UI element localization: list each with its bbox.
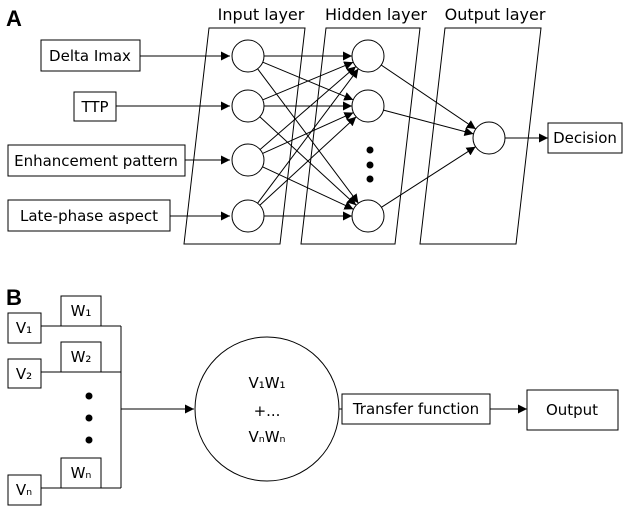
input-node-3 <box>231 143 265 177</box>
v2-label: V₂ <box>16 365 32 383</box>
input-box-late-phase-aspect <box>7 199 171 232</box>
input-ellipsis-dot-2 <box>85 414 93 422</box>
vn-box <box>7 474 42 506</box>
input-box-delta-imax <box>40 39 141 72</box>
wn-label: Wₙ <box>71 464 92 482</box>
input-layer-frame <box>183 27 306 245</box>
connection-input-3-hidden-2 <box>262 112 354 154</box>
decision-label: Decision <box>553 129 617 147</box>
transfer-function-label: Transfer function <box>352 400 479 418</box>
v2-box <box>7 358 42 389</box>
hidden-ellipsis-dot-3 <box>366 175 374 183</box>
hidden-ellipsis-dot-1 <box>366 146 374 154</box>
hidden-to-output-connections <box>380 64 477 208</box>
panel-b-letter: B <box>6 285 22 310</box>
hidden-node-1 <box>351 39 385 73</box>
hidden-node-2 <box>351 89 385 123</box>
transfer-function-box <box>341 393 491 425</box>
vn-label: Vₙ <box>16 481 32 499</box>
connection-input-3-hidden-1 <box>259 66 357 150</box>
input-box-ttp <box>73 91 117 122</box>
neuron-plus-ellipsis: +... <box>254 402 281 420</box>
w1-box <box>60 295 102 327</box>
input-node-2 <box>231 89 265 123</box>
connection-input-2-hidden-1 <box>262 61 354 101</box>
input-ellipsis-dot-1 <box>85 392 93 400</box>
hidden-layer-frame <box>300 27 421 245</box>
w2-label: W₂ <box>71 348 92 366</box>
connection-hidden-3-output <box>381 146 476 208</box>
wn-box <box>60 457 102 489</box>
hidden-ellipsis-dot-2 <box>366 161 374 169</box>
v1-label: V₁ <box>16 319 32 337</box>
connection-input-4-hidden-2 <box>259 116 357 206</box>
neuron-term-last: VₙWₙ <box>248 428 285 446</box>
panel-a-letter: A <box>6 6 22 31</box>
output-box <box>526 389 619 431</box>
input-label-ttp: TTP <box>80 98 108 116</box>
output-layer-title: Output layer <box>445 5 546 24</box>
output-label: Output <box>546 401 598 419</box>
v1-box <box>7 312 42 344</box>
input-label-enhancement-pattern: Enhancement pattern <box>14 152 178 170</box>
decision-box <box>547 122 623 154</box>
connection-hidden-1-output <box>380 64 477 130</box>
input-layer-title: Input layer <box>218 5 305 24</box>
input-to-hidden-connections <box>257 51 359 221</box>
w1-label: W₁ <box>71 302 92 320</box>
input-node-1 <box>231 39 265 73</box>
input-ellipsis-dot-3 <box>85 436 93 444</box>
input-node-4 <box>231 199 265 233</box>
output-node <box>472 121 506 155</box>
connection-input-4-hidden-1 <box>257 68 359 204</box>
connection-input-3-hidden-3 <box>262 166 354 210</box>
w2-box <box>60 341 102 373</box>
output-layer-frame <box>419 27 542 245</box>
input-label-late-phase-aspect: Late-phase aspect <box>20 207 158 225</box>
connection-hidden-2-output <box>383 109 474 136</box>
hidden-node-n <box>351 199 385 233</box>
hidden-layer-title: Hidden layer <box>325 5 427 24</box>
input-label-delta-imax: Delta Imax <box>49 47 131 65</box>
input-box-enhancement-pattern <box>7 144 186 177</box>
neuron-term-first: V₁W₁ <box>248 374 285 392</box>
